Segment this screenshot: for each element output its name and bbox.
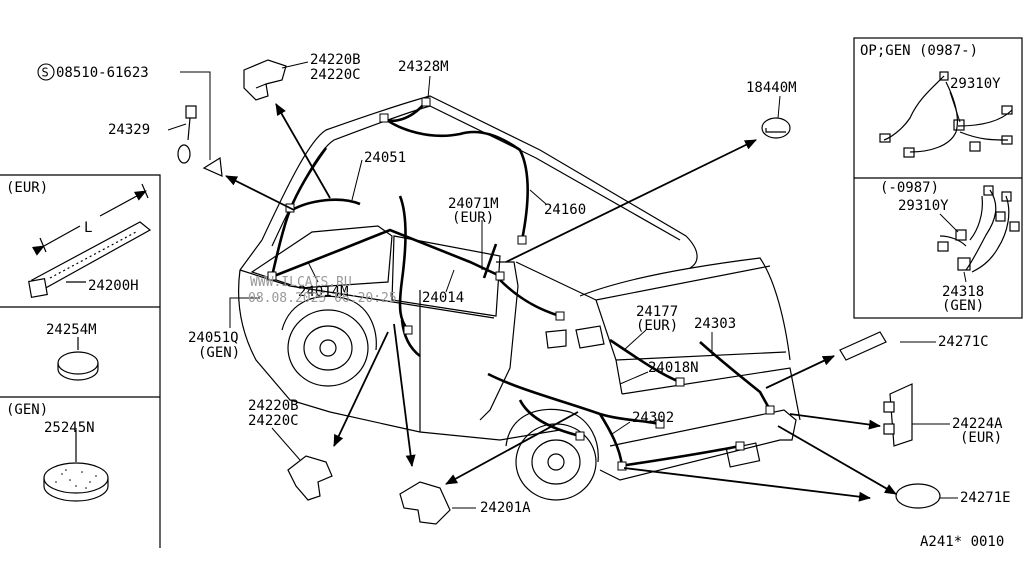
arrow-to-clip-top: [275, 103, 331, 199]
arrow-to-18440m: [505, 139, 757, 263]
part-24318-gen: (GEN): [942, 298, 984, 314]
harness-bottom-drawing: [937, 185, 1020, 273]
strip-24271c-drawing: [839, 331, 887, 361]
clip-24220-top-drawing: [243, 59, 287, 101]
dimension-l-label: L: [84, 220, 92, 236]
part-24051: 24051: [364, 150, 406, 166]
part-drawings: [177, 59, 941, 525]
arrow-to-24271e-b: [623, 467, 871, 502]
arrow-to-clip-bottom: [333, 331, 389, 447]
part-24220c-bottom: 24220C: [248, 413, 299, 429]
part-24224a-eur: (EUR): [960, 430, 1002, 446]
part-24224a: 24224A: [952, 416, 1003, 432]
part-24177: 24177: [636, 304, 678, 320]
part-24201a: 24201A: [480, 500, 531, 516]
arrow-to-24224a: [789, 413, 881, 430]
part-24220b-bottom: 24220B: [248, 398, 299, 414]
part-24177-eur: (EUR): [636, 318, 678, 334]
clip-24201a-drawing: [399, 481, 451, 525]
arrows: [225, 103, 897, 502]
part-18440m: 18440M: [746, 80, 797, 96]
part-24220c-top: 24220C: [310, 67, 361, 83]
screw-drawing: [202, 156, 223, 177]
arrow-to-24271e: [777, 425, 897, 495]
part-25245n: 25245N: [44, 420, 95, 436]
part-24200h: 24200H: [88, 278, 139, 294]
screw-symbol-icon: [37, 63, 55, 81]
left-panel: [0, 174, 161, 548]
part-24303: 24303: [694, 316, 736, 332]
part-24051q: 24051Q: [188, 330, 239, 346]
part-24329: 24329: [108, 122, 150, 138]
part-24160: 24160: [544, 202, 586, 218]
diagram-code: A241* 0010: [920, 534, 1004, 550]
right-panel-leaders: [939, 91, 967, 283]
part-24051q-gen: (GEN): [198, 345, 240, 361]
disc-25245n-drawing: [43, 430, 109, 502]
plug-18440m-drawing: [761, 117, 791, 139]
part-29310y-bottom: 29310Y: [898, 198, 949, 214]
part-24014m: 24014M: [298, 284, 349, 300]
optional-gen-header: OP;GEN (0987-): [860, 43, 978, 59]
part-24071m-eur: (EUR): [452, 210, 494, 226]
arrow-to-24201a: [393, 323, 416, 467]
watermark-timestamp: 08.08.2025 06:20:25: [248, 291, 397, 306]
part-24328m: 24328M: [398, 59, 449, 75]
bracket-24224a-drawing: [889, 383, 913, 447]
leader-lines: [167, 61, 958, 509]
gen-header: (GEN): [6, 402, 48, 418]
part-24271c: 24271C: [938, 334, 989, 350]
part-08510-61623: 08510-61623: [56, 65, 149, 81]
arrow-to-screw: [225, 175, 295, 211]
clip-24220-bottom-drawing: [287, 455, 333, 501]
part-24071m: 24071M: [448, 196, 499, 212]
disc-texture: [55, 469, 97, 489]
disc-24254m-drawing: [57, 337, 99, 381]
part-24220b-top: 24220B: [310, 52, 361, 68]
strip-24200h-drawing: [28, 183, 152, 298]
grommet-24329-drawing: [185, 105, 197, 119]
part-24271e: 24271E: [960, 490, 1011, 506]
part-24018n: 24018N: [648, 360, 699, 376]
arrow-to-24271c: [765, 355, 835, 389]
date-range-header: (-0987): [880, 180, 939, 196]
eur-header: (EUR): [6, 180, 48, 196]
arrow-to-24201a-b: [445, 411, 579, 485]
wiring-harness: [270, 103, 772, 468]
left-panel-border: [0, 174, 161, 548]
part-24302: 24302: [632, 410, 674, 426]
part-24318: 24318: [942, 284, 984, 300]
part-29310y-top: 29310Y: [950, 76, 1001, 92]
harness-top-drawing: [879, 71, 1013, 158]
right-panel: [853, 37, 1023, 319]
screw-symbol-letter: S: [42, 66, 49, 80]
watermark-site: WWW.ILCATS.RU: [250, 275, 352, 290]
pad-24271e-drawing: [895, 483, 941, 509]
harness-connectors: [267, 97, 775, 471]
part-24254m: 24254M: [46, 322, 97, 338]
van-body: [237, 95, 801, 501]
part-24014: 24014: [422, 290, 464, 306]
